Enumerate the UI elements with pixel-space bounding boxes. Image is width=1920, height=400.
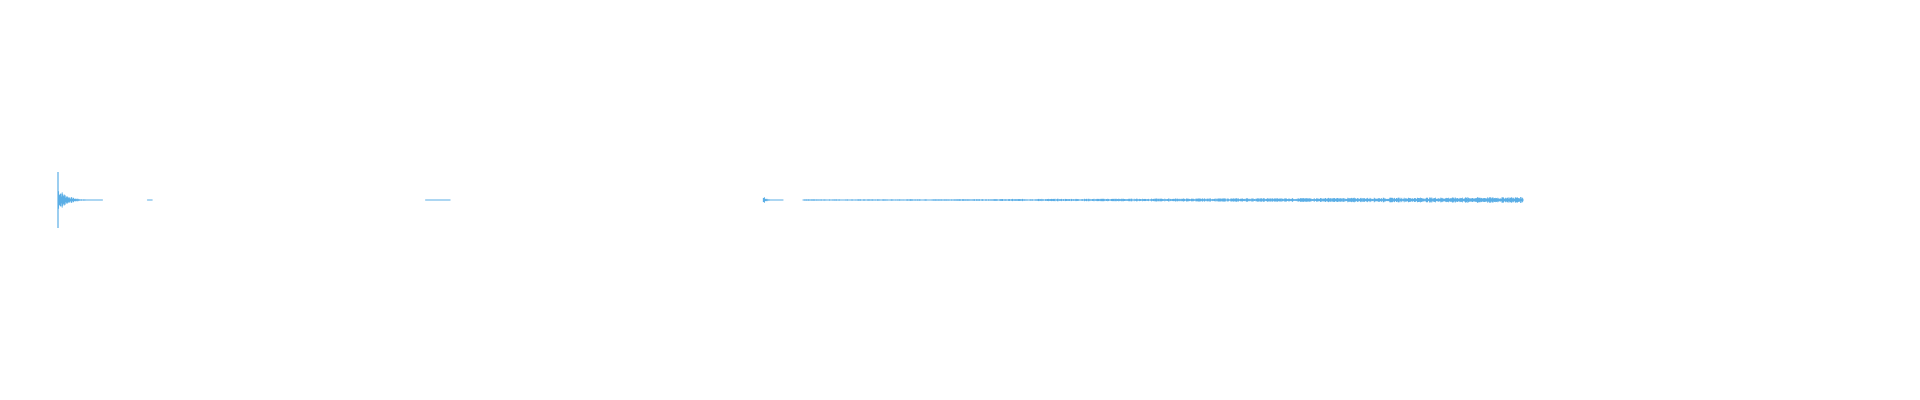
waveform-group <box>57 172 1524 228</box>
